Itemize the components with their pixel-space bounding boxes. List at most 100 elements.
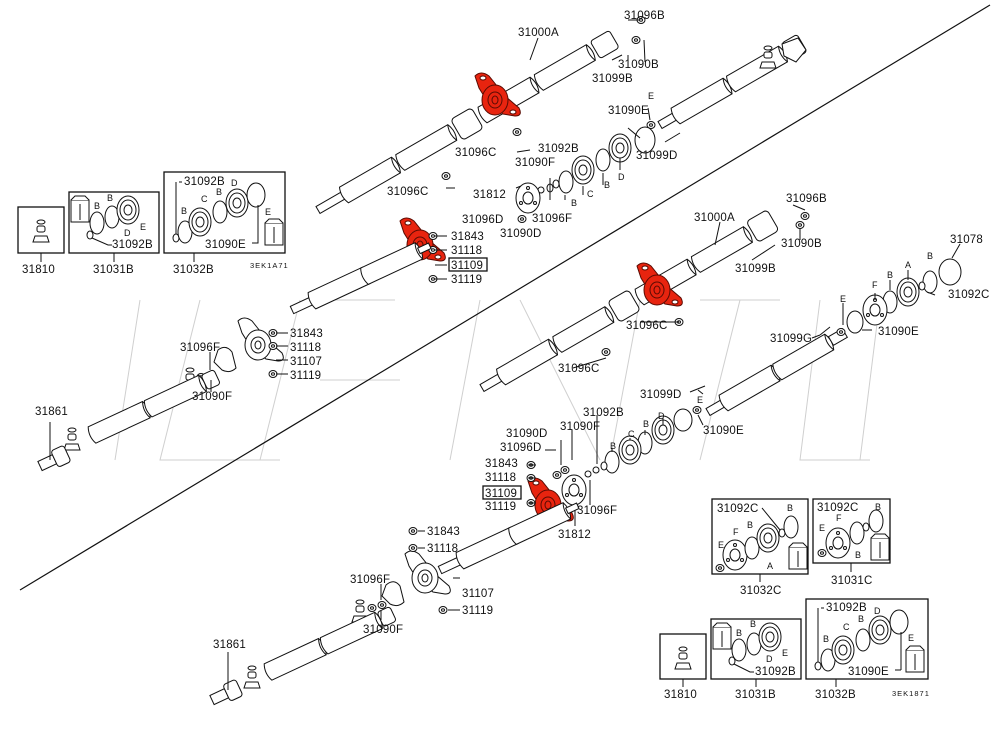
- kit-item: 31092B: [826, 602, 867, 614]
- kit-item: B: [216, 187, 222, 197]
- kit-item: E: [140, 222, 146, 232]
- label-31096C: 31096C: [558, 363, 599, 375]
- lower-labels: 31000A 31096B 31090B 31099B 31078 B A B …: [213, 193, 989, 651]
- label-31843: 31843: [451, 231, 484, 243]
- kit-item: B: [107, 193, 113, 203]
- label-31096F: 31096F: [577, 505, 617, 517]
- ujoint: [63, 427, 81, 451]
- flange-31812: [515, 182, 541, 214]
- kit-label: 31032C: [740, 585, 781, 597]
- label-31109[interactable]: 31109: [451, 260, 483, 272]
- label-31090B: 31090B: [618, 59, 659, 71]
- label-31109[interactable]: 31109: [485, 488, 517, 500]
- kit-item: B: [855, 550, 861, 560]
- nut-31119: [268, 370, 278, 378]
- label-31096C: 31096C: [387, 186, 428, 198]
- label-31118: 31118: [451, 245, 482, 257]
- label-31096C: 31096C: [626, 320, 667, 332]
- label-31843: 31843: [485, 458, 518, 470]
- label-C: C: [628, 429, 635, 439]
- kit-item: 31090E: [848, 666, 889, 678]
- kit-item: A: [767, 561, 773, 571]
- label-31843: 31843: [427, 526, 460, 538]
- label-E: E: [648, 91, 654, 101]
- kit-31032C: 31092C B F B E A 31032C: [711, 498, 809, 597]
- lower-main-shaft: [479, 210, 779, 393]
- label-31090E: 31090E: [608, 105, 649, 117]
- label-31118: 31118: [427, 543, 458, 555]
- kit-31032B: 31092B B C B D E 31090E 31032B: [163, 171, 286, 276]
- kit-item: B: [747, 520, 753, 530]
- label-E: E: [697, 395, 703, 405]
- ring-B: [595, 148, 611, 172]
- label-E: E: [840, 294, 846, 304]
- label-31119: 31119: [485, 501, 516, 513]
- kit-item: 31092B: [755, 666, 796, 678]
- ring-B: [558, 170, 574, 194]
- label-31119: 31119: [451, 274, 482, 286]
- label-31096B: 31096B: [624, 10, 665, 22]
- label-C: C: [587, 189, 594, 199]
- kit-item: B: [787, 503, 793, 513]
- kit-label: 31031C: [831, 575, 872, 587]
- kit-label: 31031B: [93, 264, 134, 276]
- label-31096D: 31096D: [500, 442, 541, 454]
- label-31090D: 31090D: [500, 228, 541, 240]
- label-31096B: 31096B: [786, 193, 827, 205]
- label-31812: 31812: [473, 189, 506, 201]
- joint-31078: [938, 258, 962, 286]
- label-31090F: 31090F: [560, 421, 600, 433]
- kit-item: E: [265, 207, 271, 217]
- kit-item: 31090E: [205, 239, 246, 251]
- label-31090E: 31090E: [703, 425, 744, 437]
- label-D: D: [618, 172, 625, 182]
- kit-item: B: [181, 206, 187, 216]
- rear-flange: [781, 37, 807, 63]
- kit-item: D: [124, 228, 131, 238]
- label-F: F: [872, 280, 878, 290]
- label-31843: 31843: [290, 328, 323, 340]
- joint-C: [571, 155, 595, 185]
- kit-item: F: [733, 527, 739, 537]
- kit-31031B: B B D E 31092B 31031B: [710, 618, 802, 701]
- kit-31031C: 31092C B F E B 31031C: [812, 498, 891, 587]
- label-31812: 31812: [558, 529, 591, 541]
- upper-labels: 31000A 31096B 31090B 31099B E 31090E 310…: [35, 10, 677, 418]
- kit-item: B: [858, 614, 864, 624]
- nut-31096C: [441, 172, 451, 180]
- kit-item: 31092C: [717, 503, 758, 515]
- kit-item: 31092B: [112, 239, 153, 251]
- joint-D: [608, 133, 632, 163]
- kit-item: B: [823, 634, 829, 644]
- label-31107: 31107: [462, 588, 494, 600]
- nut-E: [836, 328, 846, 336]
- label-31099D: 31099D: [636, 150, 677, 162]
- nut-31096D: [517, 215, 527, 223]
- nut-31096C: [601, 348, 611, 356]
- watermark: [114, 299, 881, 461]
- label-31118: 31118: [290, 342, 321, 354]
- kit-item: B: [750, 619, 756, 629]
- label-B: B: [643, 419, 649, 429]
- label-31099B: 31099B: [735, 263, 776, 275]
- joint-C: [618, 435, 642, 465]
- kit-item: E: [908, 633, 914, 643]
- lower-left-shaft: [437, 501, 580, 575]
- kit-31810: 31810: [659, 633, 707, 701]
- upper-main-shaft: [315, 30, 619, 215]
- kit-label: 31810: [22, 264, 55, 276]
- label-31099B: 31099B: [592, 73, 633, 85]
- label-B: B: [927, 251, 933, 261]
- kit-31810: 31810: [17, 206, 65, 276]
- kit-item: D: [874, 606, 881, 616]
- upper-intermediate-bearing: [237, 317, 284, 362]
- label-B: B: [604, 180, 610, 190]
- figure-code: 3EK1A71: [250, 261, 289, 270]
- label-31099G: 31099G: [770, 333, 812, 345]
- figure-code: 3EK1871: [892, 689, 930, 698]
- label-31000A: 31000A: [694, 212, 735, 224]
- label-31099D: 31099D: [640, 389, 681, 401]
- joint-A: [896, 277, 920, 307]
- label-31000A: 31000A: [518, 27, 559, 39]
- label-31078: 31078: [950, 234, 983, 246]
